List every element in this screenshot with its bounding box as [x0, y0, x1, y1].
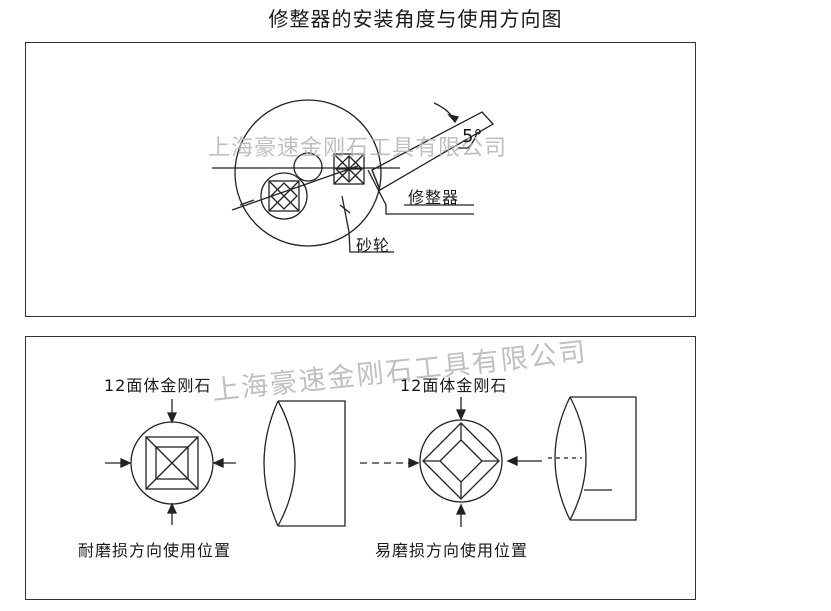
- grinding-wheel: [234, 99, 382, 247]
- diagram-title: 修整器的安装角度与使用方向图: [268, 7, 563, 31]
- right-caption-bottom: 易磨损方向使用位置: [375, 541, 529, 560]
- dresser-label: 修整器: [408, 188, 460, 207]
- diamond-inset-upper: [333, 153, 365, 185]
- left-caption-top: 12面体金刚石: [104, 376, 212, 395]
- diamond-inset-lower: [260, 172, 308, 220]
- diamond-easily-worn: [419, 419, 503, 503]
- wheel-center-hole: [293, 152, 323, 182]
- dresser-leader-line: [367, 169, 474, 215]
- dresser-axis-line: [231, 165, 359, 211]
- diamond-wear-resistant: [130, 421, 214, 505]
- left-caption-bottom: 耐磨损方向使用位置: [78, 541, 232, 560]
- wheel-leader-line: [341, 195, 394, 253]
- wheel-segment-left: [263, 400, 346, 527]
- angle-label: 5°: [462, 126, 483, 147]
- watermark-top: 上海豪速金刚石工具有限公司: [208, 136, 508, 161]
- top-panel-frame: [25, 42, 696, 317]
- right-caption-top: 12面体金刚石: [400, 376, 508, 395]
- dresser-tool: [371, 111, 495, 191]
- bottom-panel-frame: [25, 336, 696, 600]
- wheel-segment-right: [548, 396, 637, 521]
- wheel-label: 砂轮: [356, 236, 391, 255]
